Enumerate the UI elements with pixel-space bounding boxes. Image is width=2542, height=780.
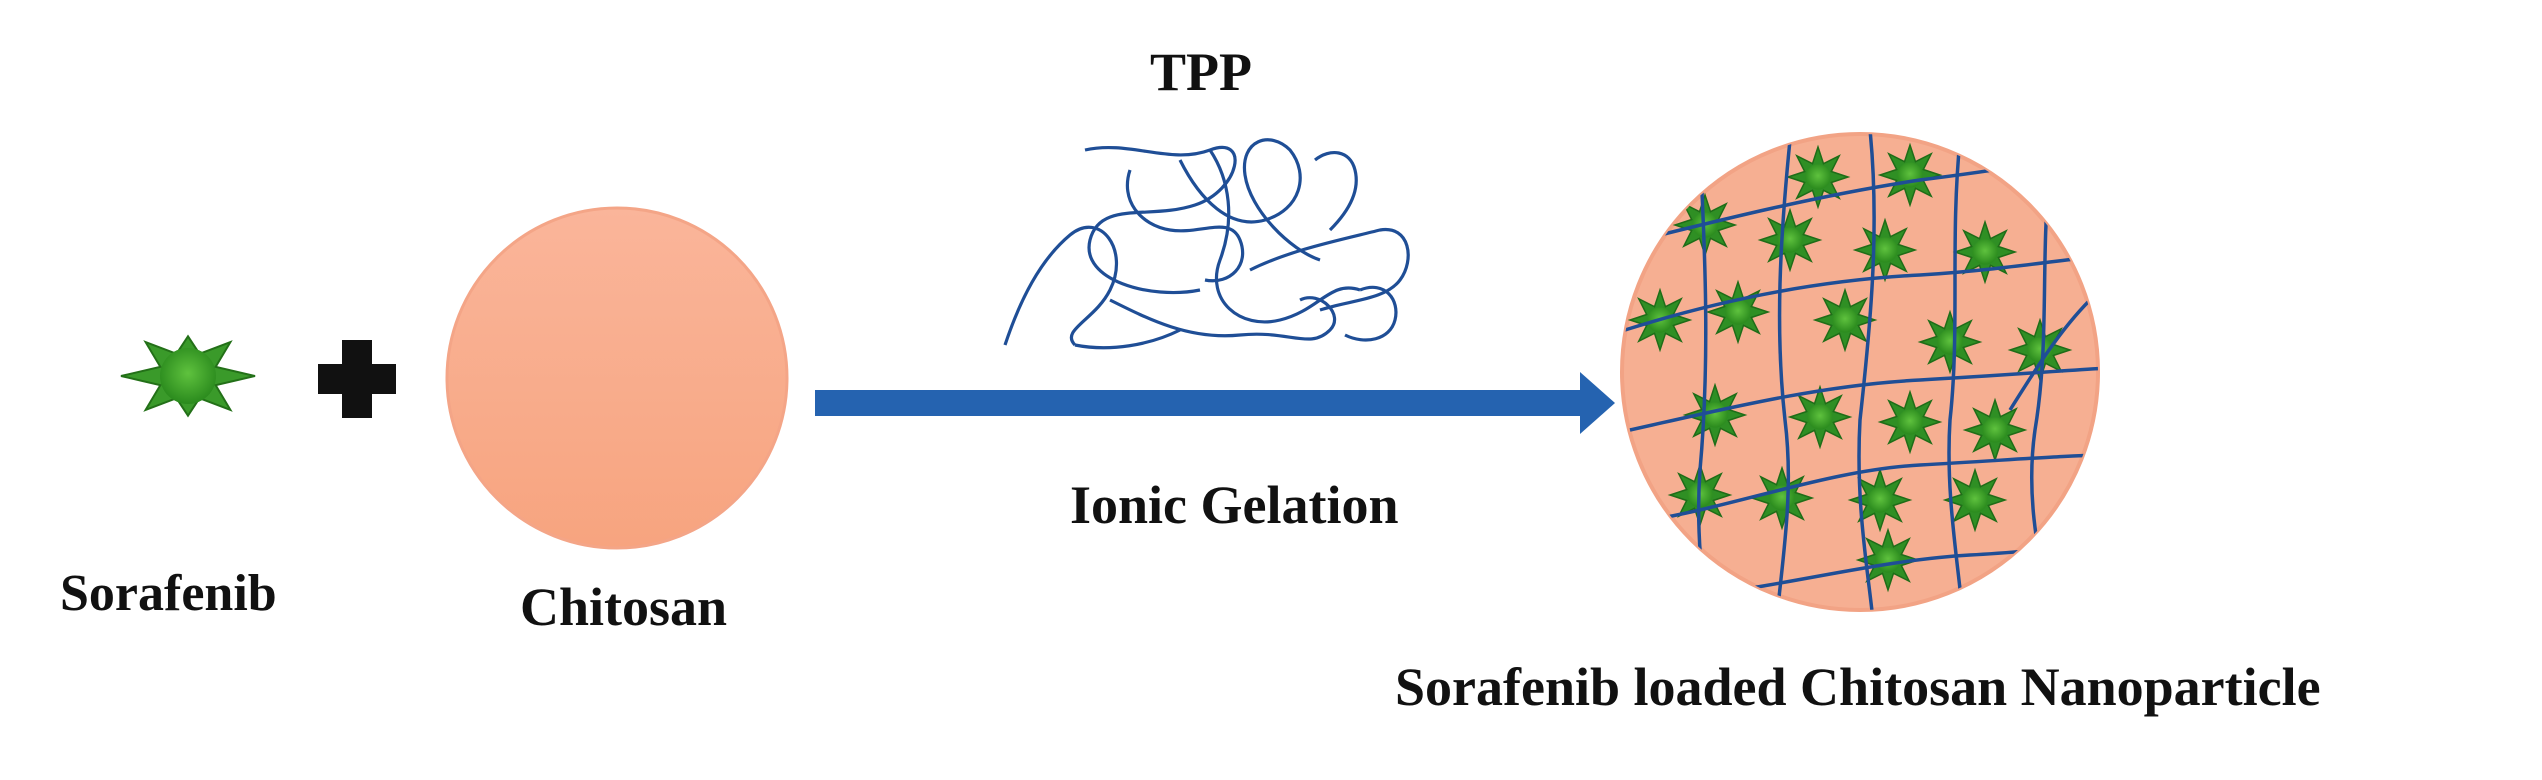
np-drug-star-icon: [1877, 142, 1943, 208]
np-drug-star-icon: [1705, 279, 1771, 345]
np-drug-star-icon: [1917, 309, 1983, 375]
np-drug-star-icon: [1785, 144, 1851, 210]
chitosan-sphere: [445, 206, 789, 550]
np-drug-star-icon: [1787, 384, 1853, 450]
np-drug-star-icon: [1847, 467, 1913, 533]
np-drug-star-icon: [1855, 527, 1921, 593]
np-drug-star-icon: [1942, 467, 2008, 533]
product-label: Sorafenib loaded Chitosan Nanoparticle: [1395, 657, 2321, 717]
ionic-gelation-label: Ionic Gelation: [1070, 475, 1399, 535]
tpp-label: TPP: [1150, 42, 1252, 102]
np-drug-star-icon: [1749, 465, 1815, 531]
np-drug-star-icon: [1877, 389, 1943, 455]
nanoparticle: [1620, 132, 2100, 612]
chitosan-label: Chitosan: [520, 577, 728, 637]
sorafenib-label: Sorafenib: [60, 565, 277, 622]
np-drug-star-icon: [1812, 287, 1878, 353]
plus-icon: [318, 340, 396, 418]
np-drug-star-icon: [1962, 397, 2028, 463]
process-arrow: [815, 372, 1615, 434]
sorafenib-icon: [120, 334, 256, 418]
np-drug-star-icon: [1682, 382, 1748, 448]
np-drug-star-icon: [1852, 217, 1918, 283]
np-drug-star-icon: [1757, 207, 1823, 273]
tpp-chains-icon: [1003, 138, 1410, 350]
